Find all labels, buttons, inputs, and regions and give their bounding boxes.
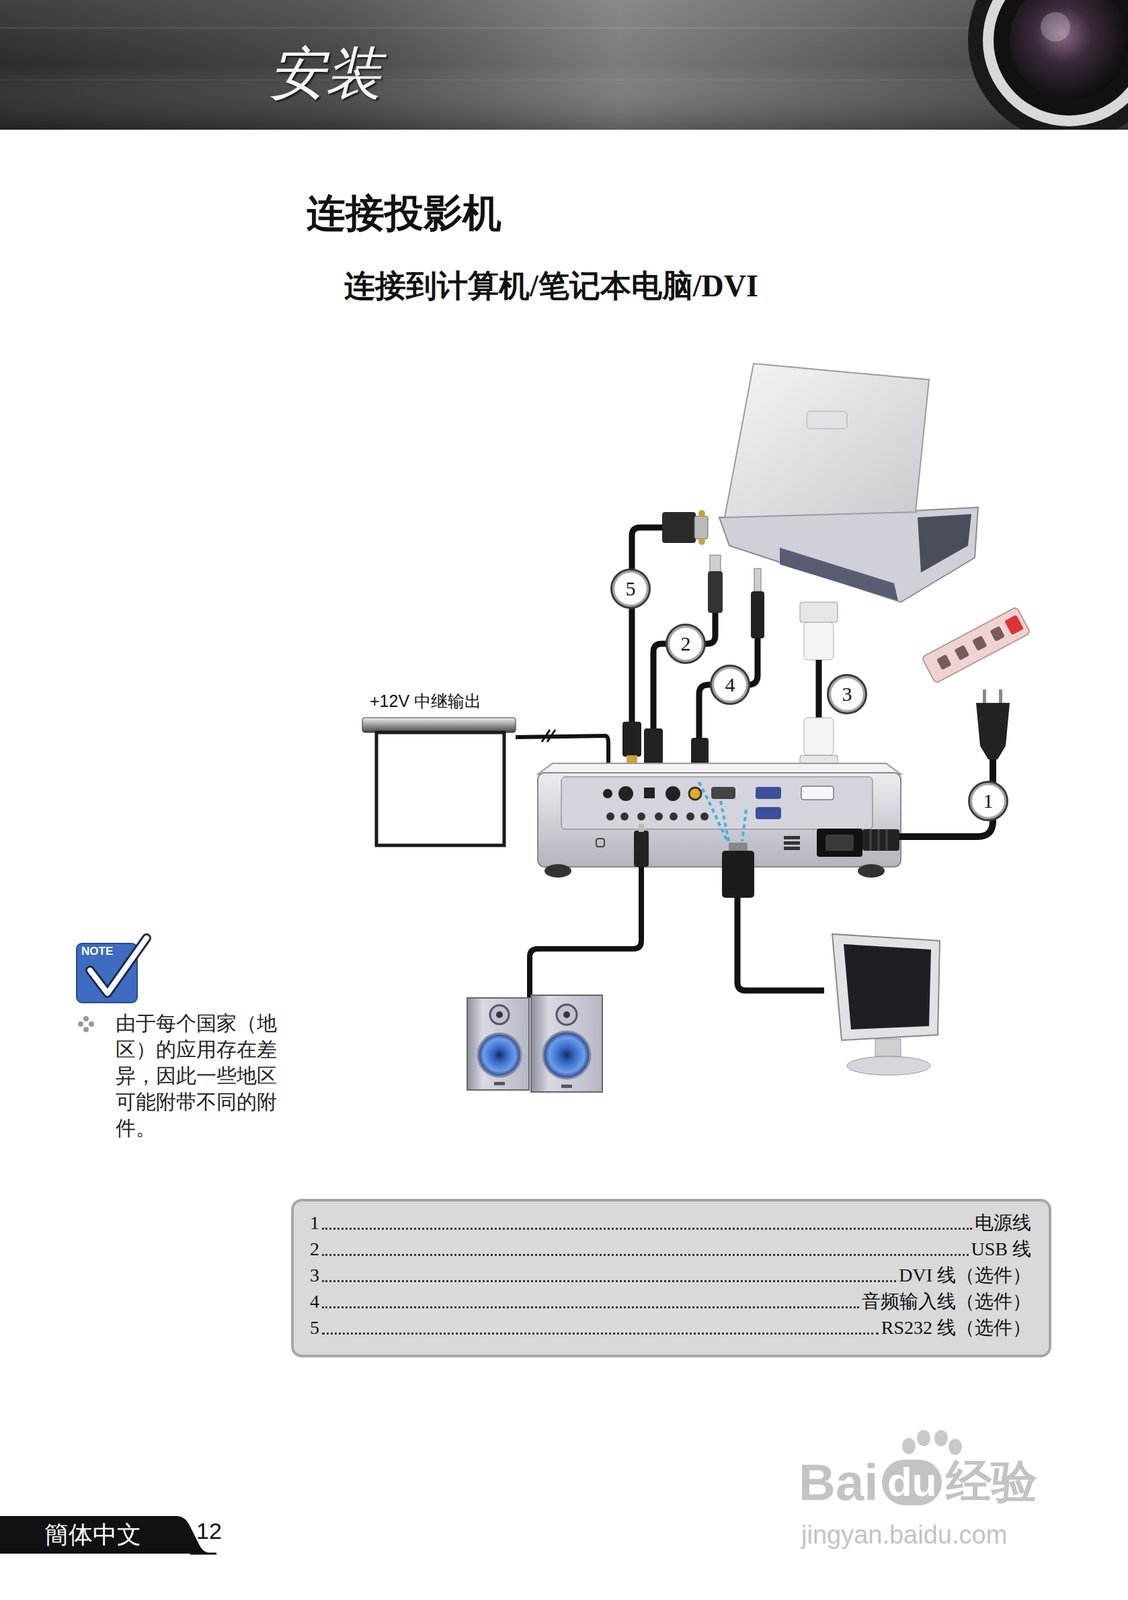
callout-number: 1 [983,791,994,812]
watermark-text: du [881,1460,942,1506]
callout-circle: 3 [826,674,868,715]
callout-number: 2 [680,633,692,655]
footer-language: 簡体中文 [44,1520,142,1550]
parts-list-row: 3 DVI 线（选件） [309,1262,1032,1289]
callout-number: 4 [725,674,736,696]
page-heading: 连接投影机 [306,190,502,238]
callout-circle: 1 [968,781,1009,822]
parts-list-row: 4 音频输入线（选件） [309,1288,1032,1315]
parts-list-row: 5 RS232 线（选件） [309,1314,1032,1342]
part-name: RS232 线（选件） [881,1314,1032,1342]
parts-list-row: 1 电源线 [309,1210,1032,1237]
part-name: 音频输入线（选件） [861,1288,1032,1315]
section-header: 安装 [268,45,382,103]
callout-circle: 4 [709,664,751,706]
part-number: 5 [309,1314,320,1342]
part-number: 4 [309,1288,320,1315]
dot-leader [321,1228,973,1231]
watermark-url: jingyan.baidu.com [801,1520,1007,1552]
part-number: 1 [309,1210,320,1237]
note-badge-text: NOTE [81,945,113,959]
part-name: USB 线 [971,1236,1032,1263]
part-name: DVI 线（选件） [898,1262,1032,1289]
page-number: 12 [196,1517,222,1546]
dot-leader [321,1254,969,1257]
dot-leader [321,1306,860,1309]
callout-circle: 5 [610,568,651,610]
callout-number: 5 [625,578,636,599]
trigger-label: +12V 中继输出 [369,691,482,712]
part-name: 电源线 [974,1210,1032,1237]
watermark-text: 经验 [945,1458,1038,1505]
parts-list-row: 2 USB 线 [309,1236,1032,1263]
callout-number: 3 [842,684,853,705]
part-number: 3 [309,1262,320,1289]
note-text: 由于每个国家（地区）的应用存在差异，因此一些地区可能附带不同的附件。 [115,1010,292,1142]
parts-list-box: 1 电源线 2 USB 线 3 DVI 线（选件） 4 音频输入线（选件） 5 RS232 线（选… [291,1199,1052,1358]
sub-heading: 连接到计算机/笔记本电脑/DVI [344,267,759,305]
dot-leader [321,1333,879,1336]
watermark-text: Bai [798,1457,878,1509]
dot-leader [321,1280,897,1283]
part-number: 2 [309,1236,320,1263]
callout-circle: 2 [665,623,706,665]
